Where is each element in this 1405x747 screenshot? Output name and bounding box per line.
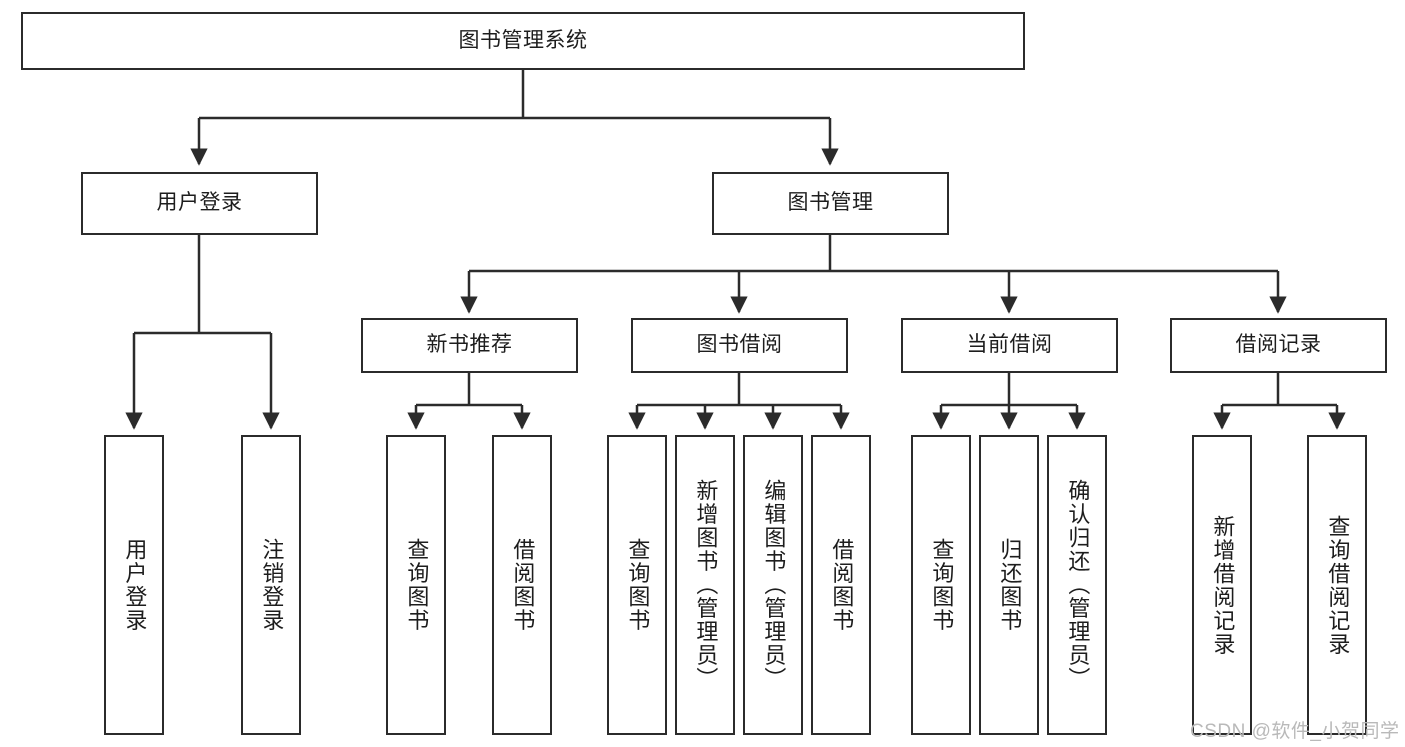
leaf-confirm-return-admin[interactable]: 确认归还（管理员） [1047, 435, 1107, 735]
node-root-label: 图书管理系统 [458, 28, 588, 52]
leaf-logout-label: 注销登录 [259, 538, 285, 632]
node-book-borrow[interactable]: 图书借阅 [631, 318, 848, 373]
leaf-user-login-label: 用户登录 [122, 538, 148, 632]
leaf-query-borrow-record[interactable]: 查询借阅记录 [1307, 435, 1367, 735]
leaf-current-query-book[interactable]: 查询图书 [911, 435, 971, 735]
node-borrow-record[interactable]: 借阅记录 [1170, 318, 1387, 373]
leaf-add-book-admin[interactable]: 新增图书（管理员） [675, 435, 735, 735]
node-user-login-label: 用户登录 [156, 191, 243, 215]
leaf-borrow-query-book-label: 查询图书 [625, 538, 651, 632]
leaf-borrow-book-label: 借阅图书 [829, 538, 855, 632]
leaf-new-book-query-label: 查询图书 [404, 538, 430, 632]
node-new-book-recommend[interactable]: 新书推荐 [361, 318, 578, 373]
leaf-new-book-query[interactable]: 查询图书 [386, 435, 446, 735]
leaf-add-borrow-record[interactable]: 新增借阅记录 [1192, 435, 1252, 735]
leaf-confirm-return-admin-label: 确认归还（管理员） [1065, 479, 1091, 691]
leaf-new-book-borrow[interactable]: 借阅图书 [492, 435, 552, 735]
leaf-edit-book-admin-label: 编辑图书（管理员） [761, 479, 787, 691]
node-book-management[interactable]: 图书管理 [712, 172, 949, 235]
node-root[interactable]: 图书管理系统 [21, 12, 1025, 70]
leaf-logout[interactable]: 注销登录 [241, 435, 301, 735]
leaf-add-book-admin-label: 新增图书（管理员） [693, 479, 719, 691]
node-current-borrow-label: 当前借阅 [966, 333, 1053, 357]
node-book-borrow-label: 图书借阅 [696, 333, 783, 357]
leaf-borrow-book[interactable]: 借阅图书 [811, 435, 871, 735]
node-new-book-recommend-label: 新书推荐 [426, 333, 513, 357]
leaf-return-book[interactable]: 归还图书 [979, 435, 1039, 735]
leaf-borrow-query-book[interactable]: 查询图书 [607, 435, 667, 735]
node-user-login[interactable]: 用户登录 [81, 172, 318, 235]
leaf-user-login[interactable]: 用户登录 [104, 435, 164, 735]
node-borrow-record-label: 借阅记录 [1235, 333, 1322, 357]
leaf-add-borrow-record-label: 新增借阅记录 [1210, 514, 1236, 656]
csdn-watermark: CSDN @软件_小贺同学 [1190, 721, 1400, 742]
node-book-management-label: 图书管理 [787, 191, 874, 215]
leaf-current-query-book-label: 查询图书 [929, 538, 955, 632]
node-current-borrow[interactable]: 当前借阅 [901, 318, 1118, 373]
leaf-new-book-borrow-label: 借阅图书 [510, 538, 536, 632]
leaf-query-borrow-record-label: 查询借阅记录 [1325, 514, 1351, 656]
leaf-edit-book-admin[interactable]: 编辑图书（管理员） [743, 435, 803, 735]
leaf-return-book-label: 归还图书 [997, 538, 1023, 632]
